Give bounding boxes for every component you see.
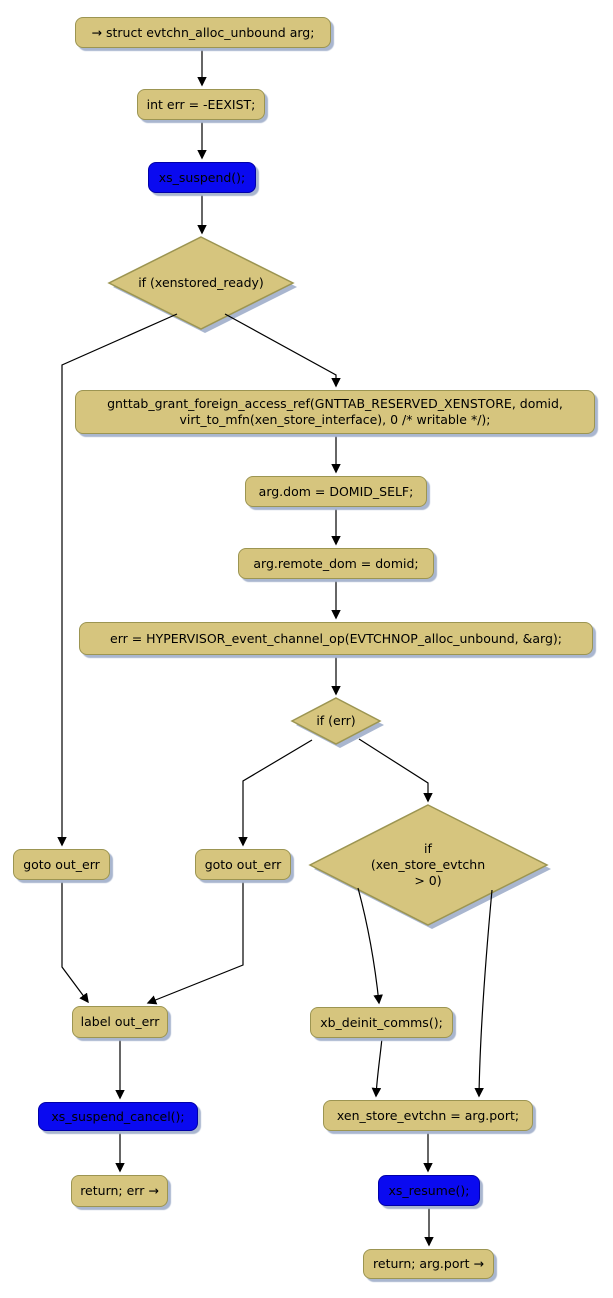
connectors xyxy=(57,48,493,1247)
action-xs-suspend: xs_suspend(); xyxy=(148,162,256,193)
action-return-arg-port: return; arg.port → xyxy=(363,1249,494,1279)
action-hypervisor-event-channel-op: err = HYPERVISOR_event_channel_op(EVTCHN… xyxy=(79,622,593,655)
action-xs-resume: xs_resume(); xyxy=(378,1175,480,1206)
action-xs-suspend-cancel: xs_suspend_cancel(); xyxy=(38,1102,198,1131)
action-goto-out-err-mid: goto out_err xyxy=(195,849,291,880)
action-xen-store-evtchn-assign: xen_store_evtchn = arg.port; xyxy=(323,1100,533,1131)
action-xb-deinit-comms: xb_deinit_comms(); xyxy=(310,1007,453,1038)
action-int-err-init: int err = -EEXIST; xyxy=(137,89,265,120)
action-gnttab-grant-foreign-access-ref: gnttab_grant_foreign_access_ref(GNTTAB_R… xyxy=(75,390,595,434)
decision-xenstored-ready-shape xyxy=(107,236,295,330)
action-label-out-err: label out_err xyxy=(72,1006,168,1038)
decision-xen-store-evtchn-shape xyxy=(308,804,549,926)
decision-err-shape xyxy=(290,697,382,745)
action-goto-out-err-left: goto out_err xyxy=(13,849,110,880)
action-return-err: return; err → xyxy=(71,1175,168,1207)
action-arg-remote-dom-assign: arg.remote_dom = domid; xyxy=(238,548,434,579)
diamond-shadows xyxy=(113,241,551,929)
action-arg-dom-assign: arg.dom = DOMID_SELF; xyxy=(245,476,427,507)
action-start-struct-arg: → struct evtchn_alloc_unbound arg; xyxy=(75,17,331,48)
